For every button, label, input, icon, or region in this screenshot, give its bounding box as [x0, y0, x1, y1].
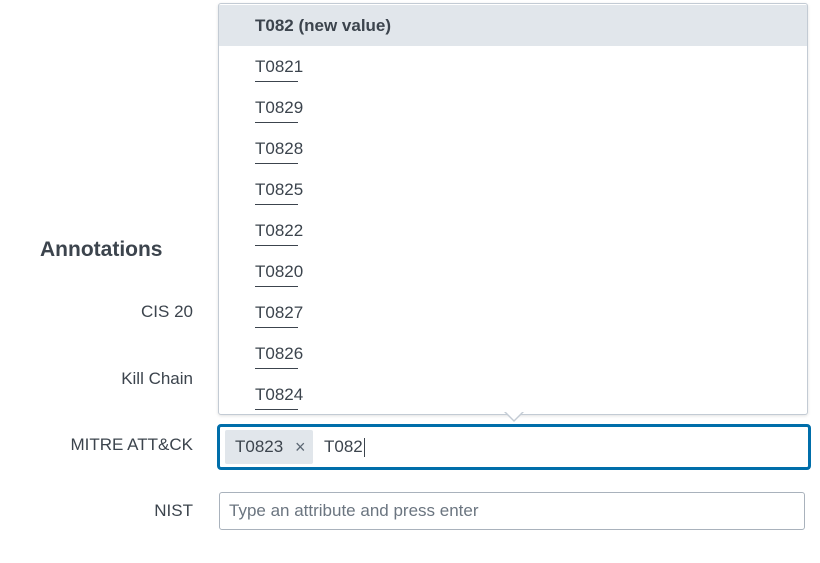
option-match: T082 — [255, 303, 294, 322]
option-label: T082 (new value) — [255, 16, 392, 35]
close-icon[interactable]: × — [295, 437, 306, 457]
mitre-attack-label: MITRE ATT&CK — [70, 435, 193, 454]
mitre-attack-multiselect[interactable]: T0823 × T082 — [217, 424, 811, 470]
option-rest: 0 — [293, 262, 304, 281]
dropdown-option[interactable]: T0821 — [219, 46, 807, 87]
option-rest: 8 — [293, 139, 304, 158]
nist-label: NIST — [154, 501, 193, 520]
option-rest: 1 — [293, 57, 304, 76]
nist-field[interactable] — [219, 492, 805, 530]
selected-chip: T0823 × — [225, 430, 313, 464]
match-underline — [255, 245, 298, 246]
mitre-suggestions-dropdown: T082 (new value) T0821 T0829 T0828 T0825… — [218, 3, 808, 415]
dropdown-option[interactable]: T0826 — [219, 333, 807, 374]
dropdown-option[interactable]: T0828 — [219, 128, 807, 169]
annotations-heading: Annotations — [40, 238, 163, 261]
option-match: T082 — [255, 57, 294, 76]
match-underline — [255, 286, 298, 287]
dropdown-option[interactable]: T0829 — [219, 87, 807, 128]
option-match: T082 — [255, 221, 294, 240]
option-label: T0827 — [255, 292, 303, 333]
option-label: T0822 — [255, 210, 303, 251]
kill-chain-label: Kill Chain — [121, 369, 193, 388]
match-underline — [255, 409, 298, 410]
match-underline — [255, 368, 298, 369]
match-underline — [255, 122, 298, 123]
option-match: T082 — [255, 139, 294, 158]
typed-text: T082 — [324, 437, 363, 456]
match-underline — [255, 163, 298, 164]
option-match: T082 — [255, 385, 294, 404]
option-rest: 6 — [293, 344, 304, 363]
cis-20-label: CIS 20 — [141, 302, 193, 321]
option-label: T0820 — [255, 251, 303, 292]
dropdown-pointer — [505, 411, 523, 420]
match-underline — [255, 204, 298, 205]
match-underline — [255, 81, 298, 82]
dropdown-option[interactable]: T0820 — [219, 251, 807, 292]
dropdown-option[interactable]: T0825 — [219, 169, 807, 210]
dropdown-option[interactable]: T0824 — [219, 374, 807, 415]
option-match: T082 — [255, 98, 294, 117]
dropdown-option[interactable]: T0827 — [219, 292, 807, 333]
option-label: T0821 — [255, 46, 303, 87]
option-label: T0828 — [255, 128, 303, 169]
option-match: T082 — [255, 344, 294, 363]
option-rest: 9 — [293, 98, 304, 117]
match-underline — [255, 327, 298, 328]
option-rest: 4 — [293, 385, 304, 404]
option-label: T0829 — [255, 87, 303, 128]
option-label: T0824 — [255, 374, 303, 415]
option-rest: 2 — [293, 221, 304, 240]
text-cursor — [363, 438, 365, 458]
option-rest: 7 — [293, 303, 304, 322]
dropdown-option-new-value[interactable]: T082 (new value) — [219, 5, 807, 46]
dropdown-option[interactable]: T0822 — [219, 210, 807, 251]
option-match: T082 — [255, 262, 294, 281]
option-label: T0825 — [255, 169, 303, 210]
chip-label: T0823 — [235, 437, 284, 456]
option-rest: 5 — [293, 180, 304, 199]
nist-input[interactable] — [220, 493, 804, 529]
option-label: T0826 — [255, 333, 303, 374]
option-match: T082 — [255, 180, 294, 199]
mitre-search-input[interactable]: T082 — [324, 430, 365, 464]
